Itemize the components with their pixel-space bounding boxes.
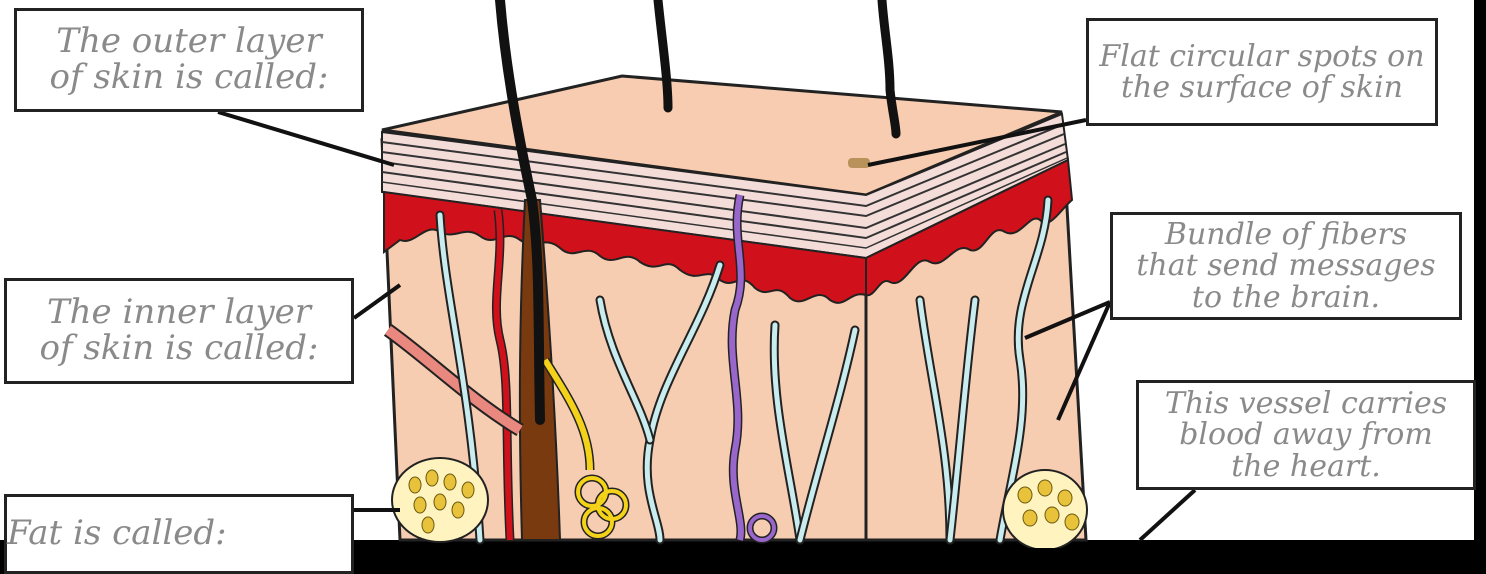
label-nerve: Bundle of fibers that send messages to t… (1110, 212, 1462, 320)
label-vessel: This vessel carries blood away from the … (1136, 380, 1476, 490)
label-vessel-line-3: the heart. (1139, 451, 1473, 483)
label-vessel-line-1: This vessel carries (1139, 388, 1473, 420)
label-vessel-line-2: blood away from (1139, 419, 1473, 451)
label-inner-layer: The inner layer of skin is called: (4, 278, 354, 384)
label-spots-line-1: Flat circular spots on (1089, 41, 1435, 73)
label-nerve-line-2: that send messages (1113, 250, 1459, 282)
freckle (848, 158, 870, 168)
label-nerve-line-3: to the brain. (1113, 282, 1459, 314)
label-fat: Fat is called: (4, 494, 354, 574)
label-spots-line-2: the surface of skin (1089, 72, 1435, 104)
label-outer-line-2: of skin is called: (17, 60, 361, 96)
label-spots: Flat circular spots on the surface of sk… (1086, 18, 1438, 126)
label-fat-line-1: Fat is called: (7, 516, 227, 552)
label-outer-layer: The outer layer of skin is called: (14, 8, 364, 112)
label-nerve-line-1: Bundle of fibers (1113, 219, 1459, 251)
label-outer-line-1: The outer layer (17, 24, 361, 60)
label-inner-line-2: of skin is called: (7, 331, 351, 367)
label-inner-line-1: The inner layer (7, 295, 351, 331)
